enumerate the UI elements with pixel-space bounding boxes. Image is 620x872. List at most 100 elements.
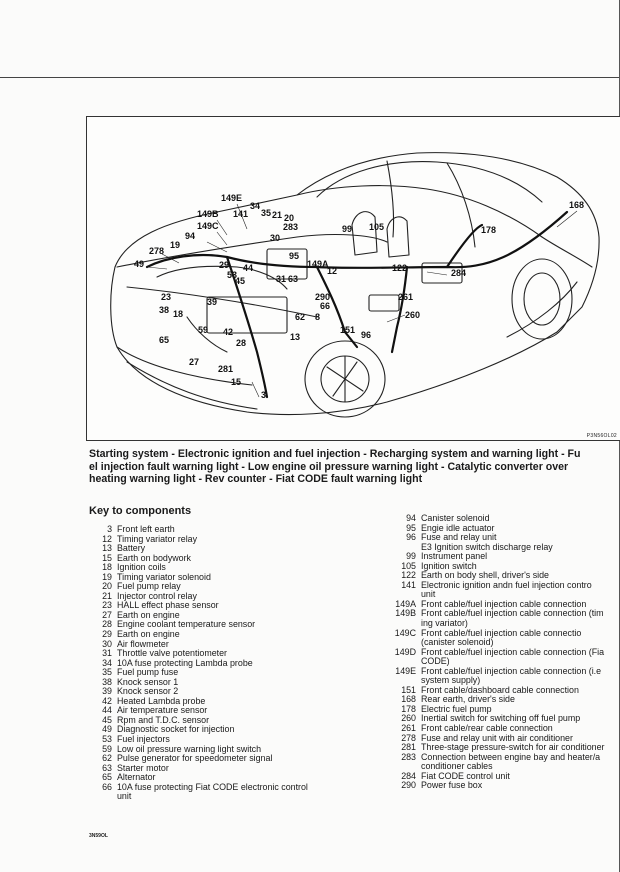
key-item-number: 95	[406, 522, 416, 533]
key-item-text: Heated Lambda probe	[117, 695, 206, 706]
key-item: (canister solenoid)	[385, 638, 620, 648]
key-item-number: 290	[401, 780, 416, 791]
key-item-text: Front cable/dashboard cable connection	[421, 684, 579, 695]
key-item: 278 Fuse and relay unit with air conditio…	[385, 732, 620, 744]
key-item-text: Fuel pump fuse	[117, 667, 179, 678]
key-item-number: 62	[102, 753, 112, 764]
component-label: 284	[451, 268, 466, 278]
component-label: 63	[288, 274, 298, 284]
key-item-number: 18	[102, 562, 112, 573]
key-item-text: Front cable/rear cable connection	[421, 723, 553, 734]
component-label: 28	[236, 338, 246, 348]
key-item-number: 42	[102, 695, 112, 706]
component-label: 44	[243, 263, 253, 273]
caption-line: Starting system - Electronic ignition an…	[89, 448, 581, 460]
key-item-text: Earth on engine	[117, 629, 180, 640]
key-item-text: Front left earth	[117, 524, 175, 534]
key-item-text: Knock sensor 2	[117, 686, 179, 697]
key-item-text: Fuse and relay unit	[421, 532, 497, 543]
component-label: 96	[361, 330, 371, 340]
key-item-text: Electronic ignition andn fuel injection …	[421, 579, 592, 590]
key-item-text: HALL effect phase sensor	[117, 600, 219, 611]
component-label: 3	[261, 390, 266, 400]
key-item: 29 Earth on engine	[89, 629, 339, 640]
component-label: 151	[340, 325, 355, 335]
component-label: 8	[315, 312, 320, 322]
component-label: 19	[170, 240, 180, 250]
key-item-number: 39	[102, 686, 112, 697]
key-item-number: 281	[401, 742, 416, 753]
key-item: conditioner cables	[385, 762, 620, 772]
key-item: E3 Ignition switch discharge relay	[385, 542, 620, 553]
key-item-number: 27	[102, 609, 112, 620]
key-item-text: Timing variator relay	[117, 533, 198, 544]
key-item-number: 278	[401, 732, 416, 743]
key-item: ing variator)	[385, 618, 620, 629]
key-item: 39 Knock sensor 2	[89, 687, 339, 697]
component-label: 31	[276, 274, 286, 284]
figure-code: P3N56OL02	[586, 433, 617, 439]
key-item-number: 65	[102, 772, 112, 783]
key-item-text: Front cable/fuel injection cable connect…	[421, 646, 605, 657]
key-item-number: 149E	[395, 665, 416, 676]
component-label: 34	[250, 201, 260, 211]
key-item-number: 49	[102, 724, 112, 735]
key-item: system supply)	[385, 676, 620, 686]
component-label: 23	[161, 292, 171, 302]
key-item-text: Fuel pump relay	[117, 581, 181, 592]
figure-caption: Starting system - Electronic ignition an…	[89, 448, 620, 486]
key-item-text: system supply)	[421, 675, 481, 686]
key-item-number: 122	[401, 570, 416, 581]
key-item-text: Front cable/fuel injection cable connect…	[421, 665, 602, 676]
key-item-text: Pulse generator for speedometer signal	[117, 753, 273, 764]
key-item-text: Battery	[117, 543, 146, 554]
component-label: 15	[231, 377, 241, 387]
key-item-text: Knock sensor 1	[117, 676, 179, 687]
component-label: 149A	[307, 259, 329, 269]
key-item-number: 29	[102, 629, 112, 640]
component-label: 141	[233, 209, 248, 219]
key-item-text: Fuse and relay unit with air conditioner	[421, 732, 573, 743]
key-item-text: Rpm and T.D.C. sensor	[117, 714, 210, 725]
key-item-text: Fuel injectors	[117, 734, 170, 745]
component-label: 149B	[197, 209, 219, 219]
key-item-number: 283	[401, 751, 416, 762]
component-label: 38	[159, 305, 169, 315]
caption-line: heating warning light - Rev counter - Fi…	[89, 473, 423, 486]
key-item-text: Rear earth, driver's side	[421, 694, 515, 705]
key-item-number: 99	[406, 551, 416, 562]
component-label: 59	[198, 325, 208, 335]
top-rule	[0, 77, 620, 78]
key-item-number: 149C	[394, 627, 416, 638]
key-item-number: 31	[102, 648, 112, 659]
key-item-number: 44	[102, 705, 112, 716]
key-item-text: Inertial switch for switching off fuel p…	[421, 713, 581, 724]
key-item-number: 15	[102, 552, 112, 563]
key-item-number	[89, 792, 117, 802]
key-item-text: Three-stage pressure-switch for air cond…	[421, 742, 605, 753]
key-item-number: 284	[401, 770, 416, 781]
key-item-text: Air temperature sensor	[117, 705, 208, 716]
key-item: 44 Air temperature sensor	[89, 706, 339, 716]
component-label: 122	[392, 263, 407, 273]
